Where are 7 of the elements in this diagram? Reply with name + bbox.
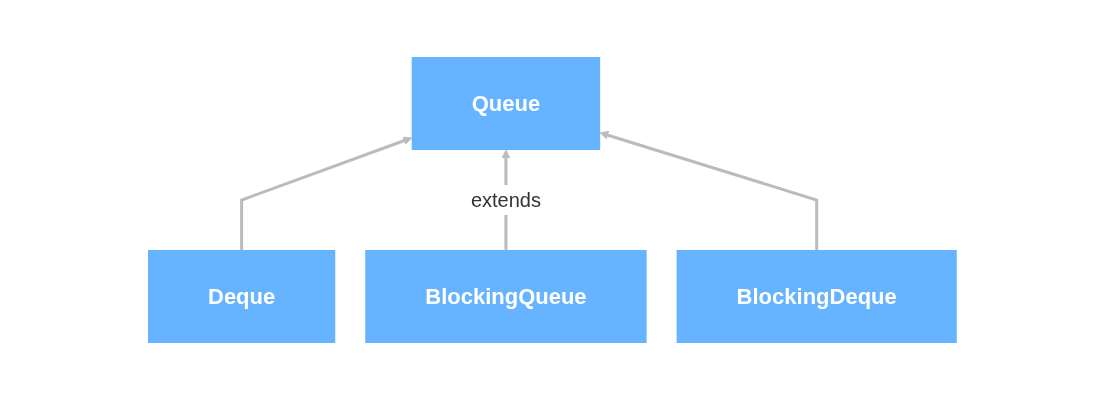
node-box: BlockingQueue <box>364 250 647 343</box>
node-box: Queue <box>411 57 600 150</box>
arrow <box>239 136 412 250</box>
node-box: Deque <box>147 250 335 343</box>
arrow <box>599 130 818 250</box>
edge-label: extends <box>470 189 541 211</box>
node-box: BlockingDeque <box>676 250 957 343</box>
